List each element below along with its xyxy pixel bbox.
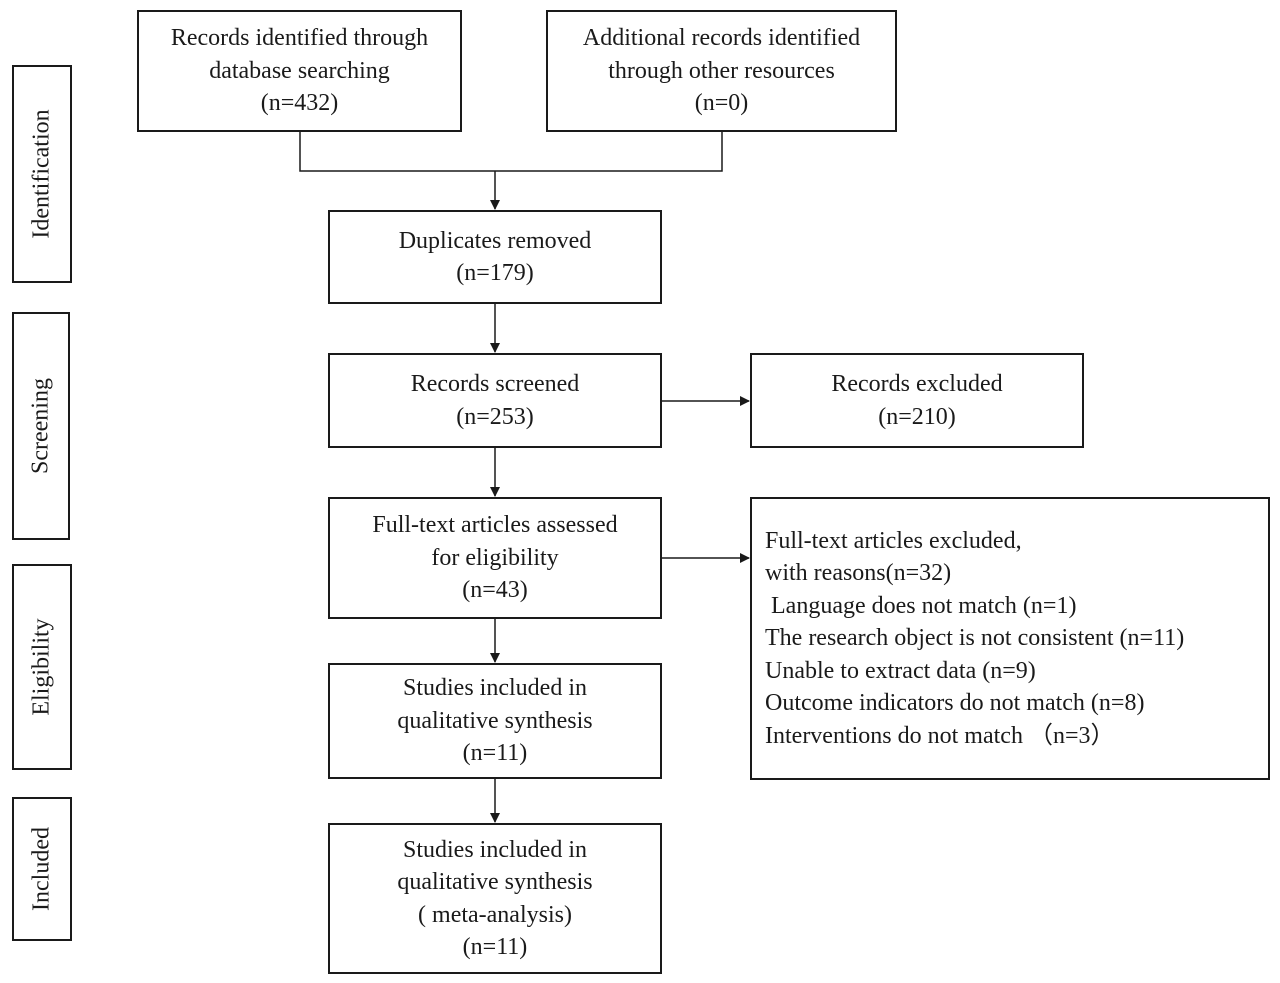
box-line: Records screened [410,371,580,397]
box-line: (n=210) [878,403,956,430]
stage-eligibility: Eligibility [12,564,72,770]
box-line: (n=0) [694,90,749,117]
stage-included: Included [12,797,72,941]
box-line: (n=253) [456,403,534,430]
box-line: for eligibility [431,544,559,571]
box-line: (n=432) [260,90,339,117]
stage-identification-label: Identification [28,109,55,239]
box-line: qualitative synthesis [397,707,593,734]
stage-identification: Identification [12,65,72,283]
box-line: (n=179) [456,260,534,286]
box-line: Studies included in [403,675,587,702]
box-line: Studies included in [403,836,587,863]
box-records-excluded: Records excluded (n=210) [750,353,1084,448]
box-line: Records excluded [831,371,1003,397]
stage-screening: Screening [12,312,70,540]
stage-eligibility-label: Eligibility [28,618,55,716]
box-meta-analysis: Studies included in qualitative synthesi… [328,823,662,974]
box-line: (n=43) [462,577,528,604]
box-records-screened: Records screened (n=253) [328,353,662,448]
box-line: with reasons(n=32) [765,560,952,587]
box-line: Duplicates removed [398,227,592,254]
box-line: Full-text articles assessed [372,512,618,539]
box-line: Records identified through [170,25,429,52]
box-line: Unable to extract data (n=9) [765,657,1036,684]
box-line: ( meta-analysis) [418,901,572,928]
box-line: database searching [209,57,390,84]
box-database-search: Records identified through database sear… [137,10,462,132]
box-other-resources: Additional records identified through ot… [546,10,897,132]
box-line: (n=11) [462,740,528,767]
stage-screening-label: Screening [27,378,54,474]
merge-connector [299,131,723,172]
box-line: through other resources [608,57,835,84]
box-fulltext-assessed: Full-text articles assessed for eligibil… [328,497,662,619]
stage-included-label: Included [28,827,55,911]
box-fulltext-excluded: Full-text articles excluded, with reason… [750,497,1270,780]
box-duplicates-removed: Duplicates removed (n=179) [328,210,662,304]
box-line: The research object is not consistent (n… [765,625,1185,652]
box-line: Outcome indicators do not match (n=8) [765,690,1145,717]
box-line: Additional records identified [582,25,861,52]
box-qualitative-synthesis: Studies included in qualitative synthesi… [328,663,662,779]
box-line: qualitative synthesis [397,869,593,895]
box-line: Language does not match (n=1) [765,592,1077,619]
box-line: Full-text articles excluded, [765,527,1022,554]
box-line: (n=11) [462,934,528,960]
box-line: Interventions do not match （n=3） [765,722,1115,749]
